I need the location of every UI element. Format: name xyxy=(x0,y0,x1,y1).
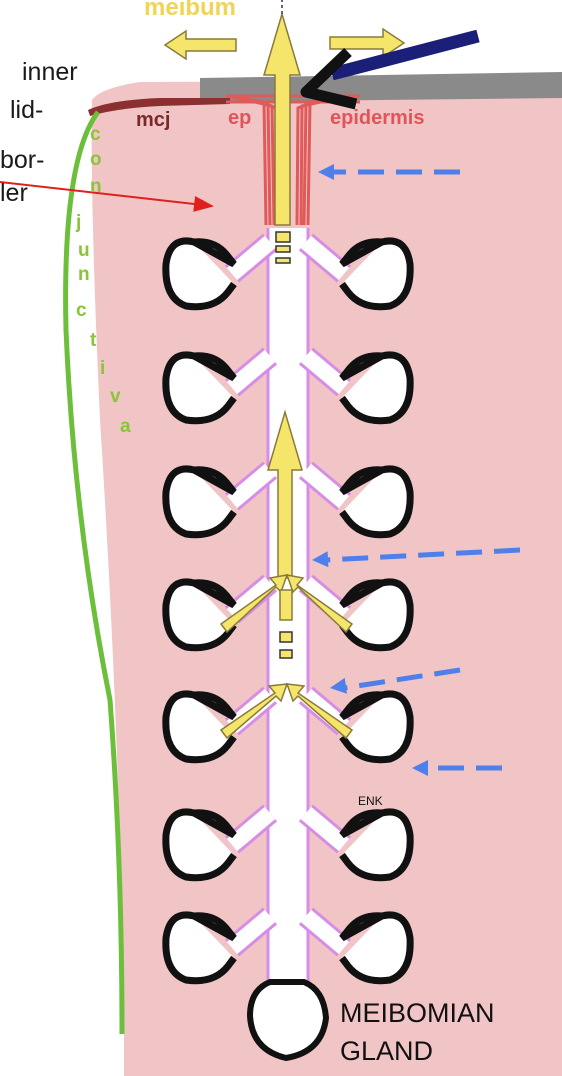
acinus xyxy=(339,237,414,311)
conjunctiva-letter: j xyxy=(76,212,82,233)
blue-dash-line xyxy=(343,667,461,691)
conjunctiva-line xyxy=(63,110,125,1035)
ductule xyxy=(226,463,276,509)
ductule xyxy=(226,806,276,852)
inner-label: inner xyxy=(22,58,78,86)
ductule xyxy=(226,349,276,395)
blue-arrow-head xyxy=(412,760,428,776)
conjunctiva-letter: a xyxy=(120,416,131,437)
der-label: ler xyxy=(0,179,28,207)
blue-dashed-arrows xyxy=(312,164,521,776)
lid-label: lid- xyxy=(10,96,44,124)
ductule xyxy=(300,349,350,395)
conjunctiva-letter: o xyxy=(90,149,102,170)
acinus xyxy=(339,465,414,539)
conjunctiva-letter: i xyxy=(100,358,106,379)
converging-arrows-upper xyxy=(219,574,354,634)
acinus xyxy=(162,808,237,882)
acinus xyxy=(339,911,414,985)
acinus xyxy=(339,808,414,882)
epidermis-label: epidermis xyxy=(330,107,425,129)
ductule xyxy=(300,463,350,509)
conjunctiva-letter: u xyxy=(78,240,90,261)
acinus xyxy=(162,351,237,425)
acinus xyxy=(162,578,237,652)
acini xyxy=(162,233,414,985)
meibum-label: meibum xyxy=(144,0,237,21)
lid-tissue xyxy=(91,80,562,1076)
navy-pointer-arrow xyxy=(330,29,480,81)
terminal-acinus xyxy=(246,979,330,1062)
enk-label: ENK xyxy=(358,794,383,808)
ductule xyxy=(300,909,350,955)
gland-title-line2: GLAND xyxy=(340,1036,434,1066)
blue-arrow-head xyxy=(318,164,334,180)
acinus xyxy=(339,578,414,652)
duct-flow-arrow xyxy=(266,409,304,579)
navy-pointer-head xyxy=(300,48,358,110)
ep-label: ep xyxy=(228,107,252,129)
blue-arrow-head xyxy=(330,677,347,694)
meibum-side-arrow-left xyxy=(163,29,237,61)
lipid-plugs xyxy=(275,231,293,659)
acinus xyxy=(162,690,237,764)
ductule xyxy=(226,235,276,281)
meibum-main-arrow xyxy=(262,11,302,226)
conjunctiva-letter: t xyxy=(90,330,97,351)
ductule xyxy=(300,235,350,281)
conjunctiva-letter: n xyxy=(78,264,90,285)
mcj-label: mcj xyxy=(136,109,171,131)
border-label: bor- xyxy=(0,146,45,174)
gland-title-line1: MEIBOMIAN xyxy=(340,998,495,1028)
ductule xyxy=(300,576,350,622)
converging-arrows-lower xyxy=(219,683,354,740)
conjunctiva-letter: v xyxy=(110,386,121,407)
ductule xyxy=(226,576,276,622)
acinus xyxy=(162,237,237,311)
blue-dash-line xyxy=(325,547,521,563)
acinus xyxy=(339,351,414,425)
conjunctiva-letter: n xyxy=(90,176,102,197)
ductule xyxy=(226,909,276,955)
acinus xyxy=(339,690,414,764)
lid-border-pointer xyxy=(0,181,214,212)
conjunctiva-letter: c xyxy=(76,300,87,321)
blue-arrow-head xyxy=(312,551,329,568)
mucocutaneous-junction-band xyxy=(88,98,230,116)
acinus xyxy=(162,911,237,985)
ductule xyxy=(300,806,350,852)
acinus xyxy=(162,465,237,539)
conjunctiva-letter: c xyxy=(90,124,101,145)
